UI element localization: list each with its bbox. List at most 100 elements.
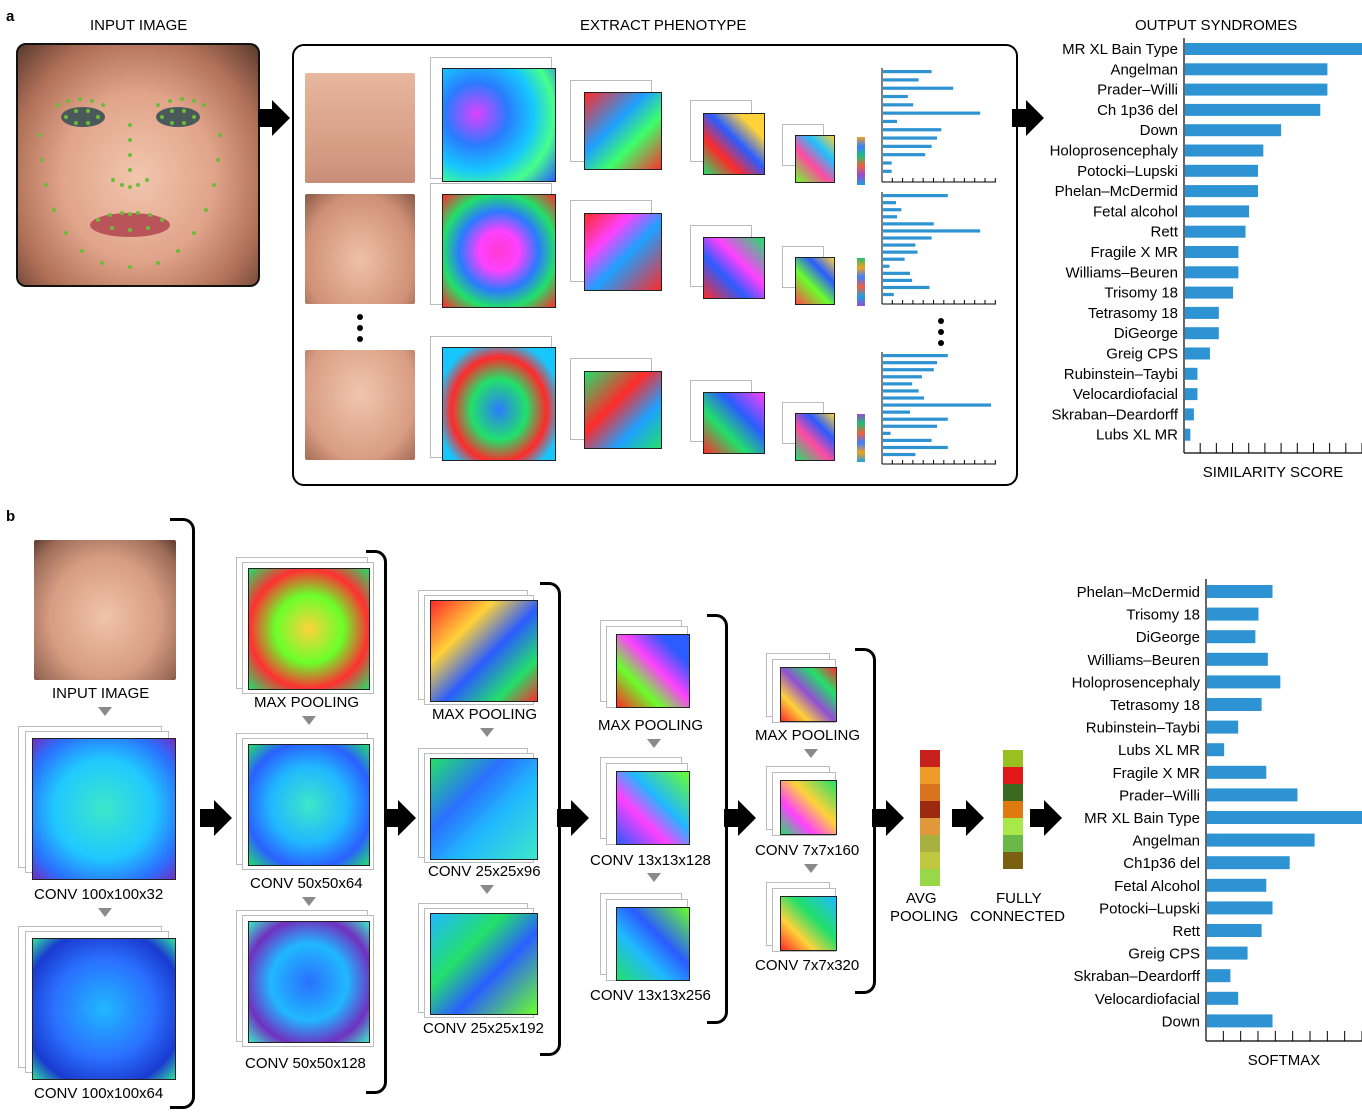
category-label: Angelman — [1110, 61, 1178, 78]
category-label: Skraban–Deardorff — [1074, 968, 1201, 985]
feature-bar — [883, 111, 981, 115]
facial-landmarks — [38, 97, 222, 269]
output-syndromes-title: OUTPUT SYNDROMES — [1135, 17, 1298, 34]
bar — [1207, 585, 1273, 598]
bar — [1185, 205, 1250, 218]
bar — [1207, 765, 1267, 779]
category-label: Velocardiofacial — [1095, 991, 1200, 1008]
conv4a-label: CONV 13x13x128 — [590, 852, 711, 869]
feature-bar — [883, 243, 916, 247]
category-label: Down — [1140, 122, 1178, 139]
feature-bar — [883, 103, 914, 107]
feature-bar — [883, 382, 913, 386]
down-arrow-icon — [302, 897, 316, 906]
feature-bar — [883, 229, 981, 233]
pooling-label: POOLING — [890, 908, 959, 925]
arrow-right-icon — [952, 800, 984, 836]
bar — [1185, 144, 1264, 157]
feature-bar — [883, 285, 930, 290]
category-label: Phelan–McDermid — [1077, 584, 1200, 601]
down-arrow-icon — [98, 908, 112, 917]
conv5a-label: CONV 7x7x160 — [755, 842, 860, 859]
feature-bar — [883, 78, 919, 82]
pool3-label: MAX POOLING — [432, 706, 538, 723]
feature-bar — [883, 257, 905, 261]
feature-bar — [883, 236, 932, 240]
bar — [1185, 246, 1239, 258]
conv4a-map — [616, 771, 690, 845]
bar — [1185, 306, 1219, 319]
panel-a-letter: a — [6, 8, 15, 25]
extract-phenotype-box — [292, 44, 1018, 486]
category-label: Fetal Alcohol — [1114, 878, 1200, 895]
bar — [1207, 743, 1225, 757]
category-label: DiGeorge — [1136, 629, 1200, 646]
down-arrow-icon — [647, 873, 661, 882]
feature-bar — [883, 354, 948, 358]
category-label: Down — [1162, 1013, 1200, 1030]
conv4b-map — [616, 907, 690, 981]
bar — [1207, 630, 1256, 644]
bar — [1185, 286, 1234, 299]
conv5a-map — [780, 780, 837, 835]
arrow-right-icon — [557, 800, 589, 836]
input-image-label: INPUT IMAGE — [52, 685, 150, 702]
bar — [1185, 185, 1258, 198]
feature-bar — [883, 361, 937, 365]
bar — [1207, 833, 1315, 847]
feature-bar — [883, 445, 948, 450]
category-label: DiGeorge — [1114, 325, 1178, 342]
bar — [1185, 388, 1198, 401]
arrow-right-icon — [1030, 800, 1062, 836]
category-label: Angelman — [1132, 833, 1200, 850]
feature-bar — [883, 389, 919, 393]
category-label: Williams–Beuren — [1065, 264, 1178, 281]
connected-label: CONNECTED — [970, 908, 1066, 925]
bar — [1207, 969, 1231, 983]
bar — [1207, 1014, 1273, 1028]
conv1b-map — [32, 938, 176, 1080]
category-label: Holoprosencephaly — [1050, 143, 1179, 160]
feature-bar — [883, 86, 954, 90]
bar — [1207, 991, 1239, 1005]
category-label: Prader–Willi — [1097, 82, 1178, 99]
category-label: Holoprosencephaly — [1072, 674, 1201, 691]
conv1b-label: CONV 100x100x64 — [34, 1085, 164, 1102]
bar — [1185, 43, 1362, 55]
category-label: Rett — [1172, 923, 1200, 940]
feature-bar — [883, 396, 925, 400]
conv1a-label: CONV 100x100x32 — [34, 886, 164, 903]
bar — [1207, 698, 1262, 711]
feature-bar — [883, 438, 932, 442]
input-face-image — [16, 43, 260, 287]
down-arrow-icon — [647, 739, 661, 748]
bar — [1207, 652, 1268, 666]
panel-b-letter: b — [6, 508, 16, 525]
bar — [1185, 124, 1282, 137]
bar — [1207, 946, 1248, 960]
category-label: Prader–Willi — [1119, 787, 1200, 804]
down-arrow-icon — [804, 864, 818, 873]
arrow-right-icon — [872, 800, 904, 836]
bar — [1207, 856, 1290, 870]
bar — [1185, 327, 1219, 340]
feature-bar — [883, 271, 910, 275]
category-label: Phelan–McDermid — [1055, 183, 1178, 200]
avg-label: AVG — [906, 890, 937, 907]
conv5b-map — [780, 896, 837, 951]
conv4b-label: CONV 13x13x256 — [590, 987, 711, 1004]
feature-bar — [883, 264, 890, 268]
down-arrow-icon — [804, 749, 818, 758]
avg-pooling-vector — [920, 750, 940, 886]
category-label: Fragile X MR — [1090, 244, 1178, 261]
bar — [1185, 428, 1191, 441]
feature-bar — [883, 128, 942, 132]
fully-connected-vector — [1003, 750, 1023, 886]
feature-bar — [883, 94, 908, 99]
feature-bar — [883, 136, 937, 140]
feature-bar — [883, 375, 922, 379]
pool5-map — [780, 667, 837, 722]
category-label: Trisomy 18 — [1104, 285, 1178, 302]
bar — [1207, 878, 1267, 892]
